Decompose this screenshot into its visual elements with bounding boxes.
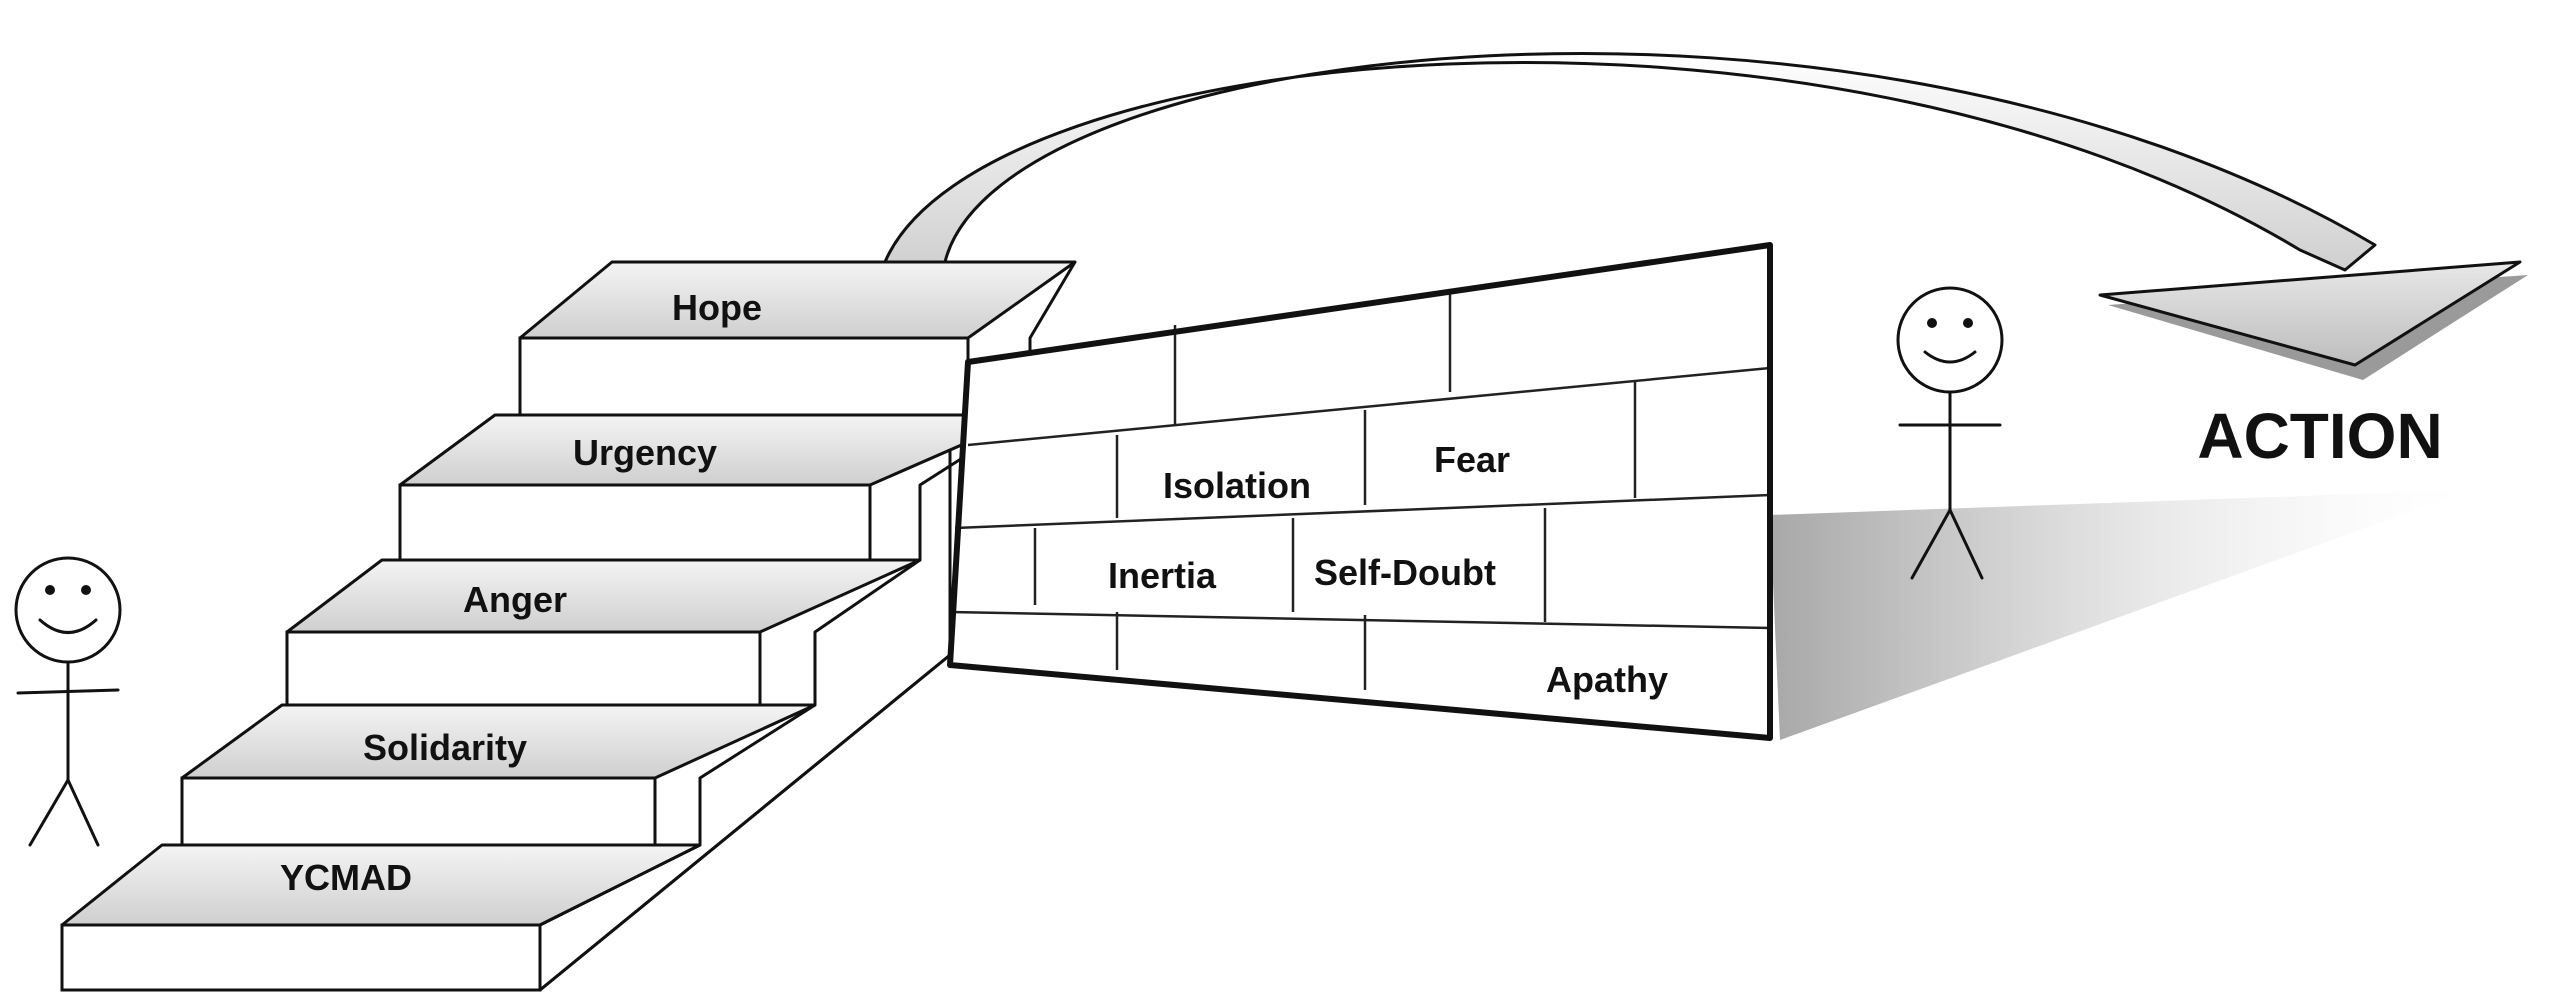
step-riser-ycmad xyxy=(60,923,542,992)
staircase: YCMAD Solidarity Anger Urgency Hope xyxy=(60,260,1077,992)
step-tread-anger xyxy=(285,558,922,634)
brick-label-apathy: Apathy xyxy=(1546,659,1668,700)
step-label-hope: Hope xyxy=(672,287,762,328)
curved-arrow xyxy=(883,52,2528,380)
stick-figure-right-icon xyxy=(1896,286,2004,580)
wall-shadow xyxy=(1770,490,2470,740)
stick-figure-left-icon xyxy=(14,556,122,847)
step-tread-hope xyxy=(518,260,1077,340)
step-label-solidarity: Solidarity xyxy=(363,727,527,768)
step-riser-urgency xyxy=(398,483,872,562)
brick-label-self-doubt: Self-Doubt xyxy=(1314,552,1496,593)
brick-label-fear: Fear xyxy=(1434,439,1510,480)
arrow-head xyxy=(2098,260,2522,367)
step-riser-anger xyxy=(285,630,762,707)
step-riser-solidarity xyxy=(180,776,657,847)
step-label-ycmad: YCMAD xyxy=(280,857,412,898)
brick-wall: Isolation Fear Inertia Self-Doubt Apathy xyxy=(947,242,1773,741)
step-riser-hope xyxy=(518,336,970,417)
step-label-urgency: Urgency xyxy=(573,432,717,473)
step-label-anger: Anger xyxy=(463,579,567,620)
action-label: ACTION xyxy=(2197,400,2442,472)
brick-label-isolation: Isolation xyxy=(1163,465,1311,506)
brick-label-inertia: Inertia xyxy=(1108,555,1217,596)
